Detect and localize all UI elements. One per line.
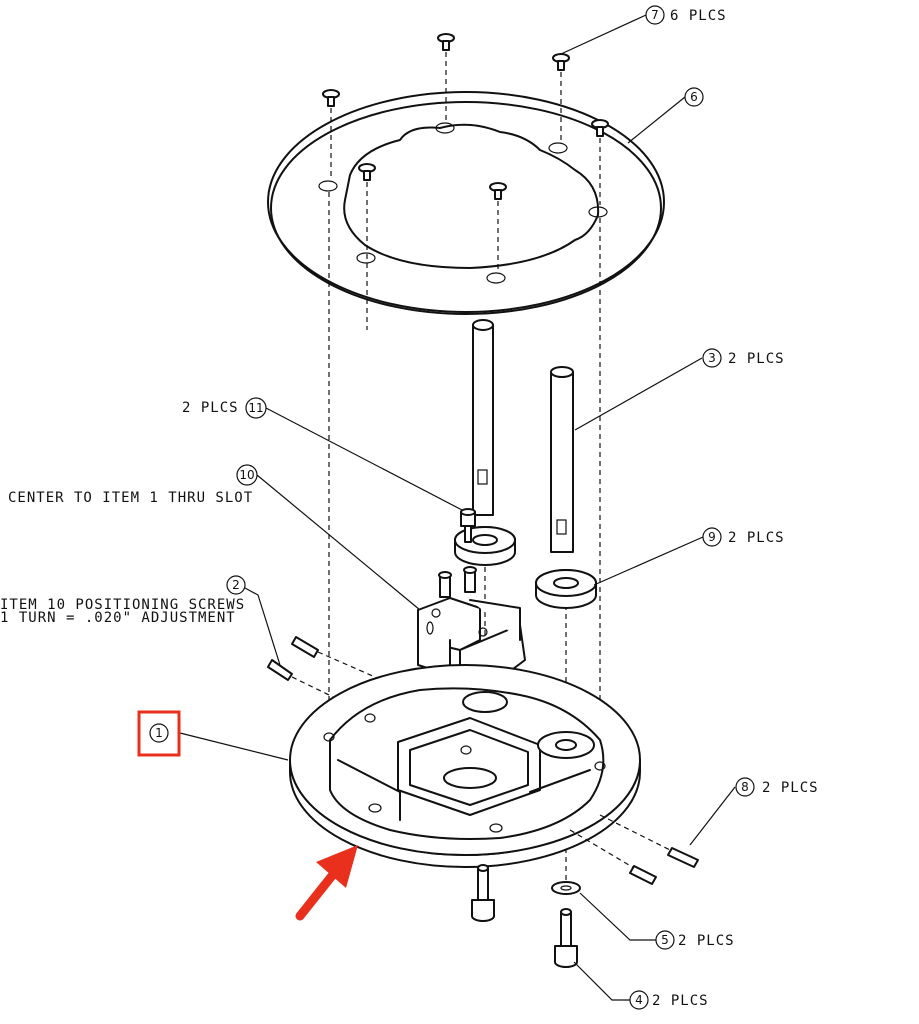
callout-8-number: 8 <box>741 780 749 794</box>
screws-note-line-2: 1 TURN = .020" ADJUSTMENT <box>0 610 236 626</box>
callout-3-qty: 2 PLCS <box>728 351 785 367</box>
callout-1: 1 <box>137 710 181 757</box>
callout-4-number: 4 <box>635 993 643 1007</box>
callout-8: 8 2 PLCS <box>735 777 819 797</box>
callout-9: 9 2 PLCS <box>702 527 785 547</box>
callout-10-number: 10 <box>239 468 254 482</box>
callout-6: 6 <box>684 87 704 107</box>
callout-3: 3 2 PLCS <box>702 348 785 368</box>
callout-11-qty: 2 PLCS <box>182 400 239 416</box>
callout-3-number: 3 <box>708 351 716 365</box>
callout-2: 2 <box>226 575 246 595</box>
callout-11: 2 PLCS 11 <box>182 397 267 419</box>
callout-5: 5 2 PLCS <box>655 930 735 950</box>
callout-2-number: 2 <box>232 578 240 592</box>
base-plate <box>289 664 641 868</box>
washers <box>454 508 597 609</box>
callout-8-qty: 2 PLCS <box>762 780 819 796</box>
leader-lines <box>179 14 736 1001</box>
callout-7-number: 7 <box>651 8 659 22</box>
callout-5-qty: 2 PLCS <box>678 933 735 949</box>
screws-note-line-1: ITEM 10 POSITIONING SCREWS <box>0 597 245 613</box>
callout-4-qty: 2 PLCS <box>652 993 709 1009</box>
callout-11-number: 11 <box>248 401 263 415</box>
callout-1-number: 1 <box>155 726 163 740</box>
red-pointer-arrow <box>295 845 358 921</box>
callout-5-number: 5 <box>661 933 669 947</box>
bottom-screws <box>471 864 581 968</box>
standoff-posts <box>472 319 574 553</box>
top-ring-plate <box>267 91 665 315</box>
callout-1-highlight-box <box>137 710 181 757</box>
callout-9-qty: 2 PLCS <box>728 530 785 546</box>
callout-4: 4 2 PLCS <box>629 990 709 1010</box>
callout-10: 10 <box>236 464 258 486</box>
callout-7-qty: 6 PLCS <box>670 8 727 24</box>
flat-head-screws <box>322 33 609 200</box>
callout-9-number: 9 <box>708 530 716 544</box>
callout-6-number: 6 <box>690 90 698 104</box>
center-note: CENTER TO ITEM 1 THRU SLOT <box>8 490 253 506</box>
dowel-pins-8 <box>569 814 699 885</box>
callout-7: 7 6 PLCS <box>645 5 727 25</box>
